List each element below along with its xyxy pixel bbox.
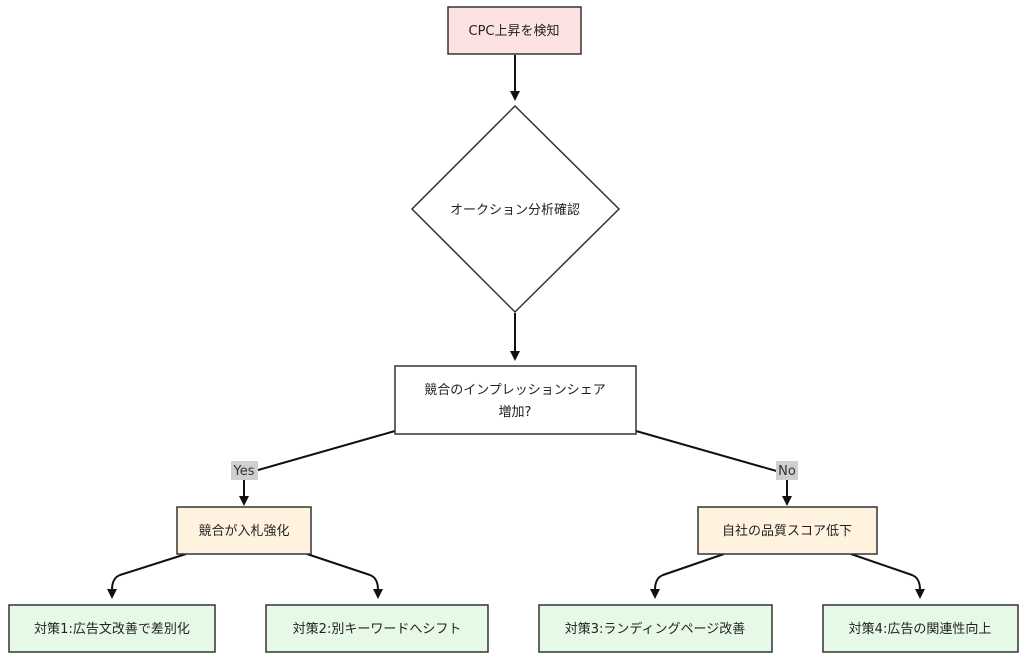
node-competitor: 競合が入札強化 [176,506,312,555]
edge-competitor-to-action2 [306,553,383,599]
edge-competitor-to-action1 [107,553,187,599]
node-decision-label-line1: 競合のインプレッションシェア [424,383,606,398]
edge-label-yes-text: Yes [233,464,255,479]
node-action3-label: 対策3:ランディングページ改善 [565,621,745,637]
edge-label-no: No [776,461,798,480]
node-quality: 自社の品質スコア低下 [697,506,878,555]
edge-label-yes: Yes [231,461,258,480]
node-action4: 対策4:広告の関連性向上 [822,604,1019,653]
node-decision: 競合のインプレッションシェア 増加? [394,365,637,435]
edge-quality-to-action3 [650,553,725,599]
node-auction-label: オークション分析確認 [450,202,580,218]
node-action2: 対策2:別キーワードへシフト [265,604,489,653]
edge-label-no-text: No [778,464,796,479]
edge-decision-to-yes [243,430,396,475]
node-start: CPC上昇を検知 [447,6,582,55]
node-competitor-label: 競合が入札強化 [198,524,289,539]
node-action1-label: 対策1:広告文改善で差別化 [34,621,190,637]
node-action3: 対策3:ランディングページ改善 [538,604,773,653]
edge-quality-to-action4 [850,553,925,599]
node-action2-label: 対策2:別キーワードへシフト [293,621,462,637]
node-action4-label: 対策4:広告の関連性向上 [849,621,992,637]
node-quality-label: 自社の品質スコア低下 [722,523,852,539]
edge-decision-to-no [635,430,788,475]
node-action1: 対策1:広告文改善で差別化 [8,604,216,653]
node-start-label: CPC上昇を検知 [469,23,560,39]
node-decision-label-line2: 増加? [499,405,532,420]
node-auction: オークション分析確認 [410,104,621,314]
